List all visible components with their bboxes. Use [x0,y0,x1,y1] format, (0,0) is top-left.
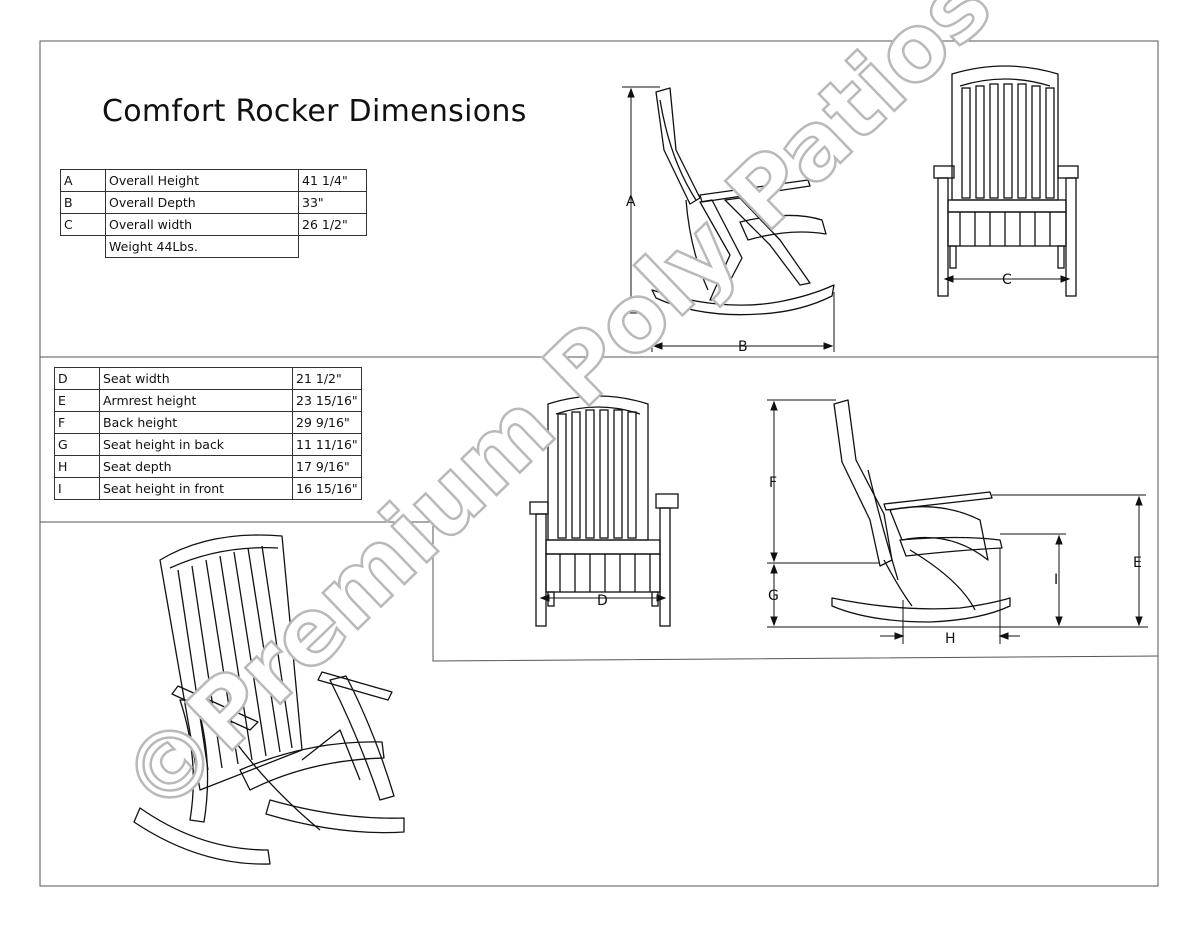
dimension-key: F [54,411,100,434]
table-row: C Overall width 26 1/2" [60,213,367,236]
table-row: B Overall Depth 33" [60,191,367,214]
dimension-label: Seat height in back [99,433,293,456]
table-row: I Seat height in front 16 15/16" [54,477,362,500]
dimension-label-a: A [626,194,636,210]
dimension-g [767,563,1148,628]
dimension-key: I [54,477,100,500]
table-row: D Seat width 21 1/2" [54,367,362,390]
dimension-key: D [54,367,100,390]
dimension-key: B [60,191,106,214]
dimension-c [943,275,1071,283]
dimension-value: 26 1/2" [298,213,367,236]
dimension-f [767,399,880,564]
empty-cell [299,236,367,258]
dimension-h [880,548,1020,644]
dimension-b [651,292,835,352]
dimension-i [1000,533,1066,627]
dimension-label-g: G [768,588,779,604]
table-row: F Back height 29 9/16" [54,411,362,434]
overall-dimensions-table: A Overall Height 41 1/4" B Overall Depth… [60,169,367,258]
dimension-label: Seat height in front [99,477,293,500]
dimension-label-c: C [1002,272,1012,288]
page-title: Comfort Rocker Dimensions [102,94,527,129]
isometric-view [133,534,405,865]
dimension-label: Seat depth [99,455,293,478]
dimension-key: E [54,389,100,412]
dimension-a [622,86,660,314]
dimension-label: Overall Depth [105,191,299,214]
dimension-label: Seat width [99,367,293,390]
dimension-d [539,594,667,602]
front-view-middle [529,395,679,627]
empty-cell [61,236,106,258]
table-row: E Armrest height 23 15/16" [54,389,362,412]
front-view-top [933,65,1079,297]
dimension-label-d: D [597,593,608,609]
table-row: A Overall Height 41 1/4" [60,169,367,192]
dimension-value: 29 9/16" [292,411,362,434]
dimension-value: 11 11/16" [292,433,362,456]
table-row: H Seat depth 17 9/16" [54,455,362,478]
table-row: Weight 44Lbs. [61,235,367,258]
dimension-label-b: B [738,339,748,355]
dimension-key: A [60,169,106,192]
dimension-e [992,494,1146,627]
dimension-label: Overall width [105,213,299,236]
dimension-label: Overall Height [105,169,299,192]
dimension-value: 21 1/2" [292,367,362,390]
table-row: G Seat height in back 11 11/16" [54,433,362,456]
dimension-label-i: I [1054,572,1058,588]
side-view-top [651,87,835,316]
dimension-key: H [54,455,100,478]
dimension-label: Armrest height [99,389,293,412]
dimension-key: C [60,213,106,236]
dimension-value: 41 1/4" [298,169,367,192]
dimension-value: 23 15/16" [292,389,362,412]
sheet-frame [39,40,1159,887]
side-view-middle [831,399,1011,623]
dimension-value: 17 9/16" [292,455,362,478]
dimension-label-h: H [945,631,956,647]
dimension-label-f: F [769,475,777,491]
dimension-key: G [54,433,100,456]
dimension-label: Back height [99,411,293,434]
dimension-value: 33" [298,191,367,214]
seat-dimensions-table: D Seat width 21 1/2" E Armrest height 23… [54,367,362,500]
dimension-value: 16 15/16" [292,477,362,500]
dimension-label-e: E [1133,555,1142,571]
weight-label: Weight 44Lbs. [105,235,299,258]
